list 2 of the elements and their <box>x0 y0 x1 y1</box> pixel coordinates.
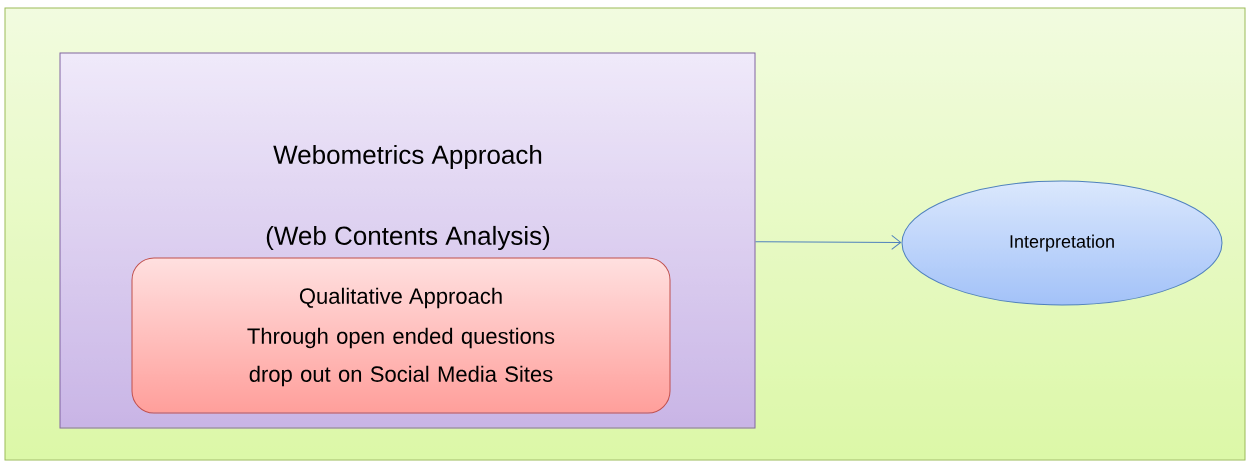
arrow <box>755 234 902 250</box>
process-box: Qualitative Approach Through open ended questions drop out on Social Media Sites <box>131 257 671 414</box>
